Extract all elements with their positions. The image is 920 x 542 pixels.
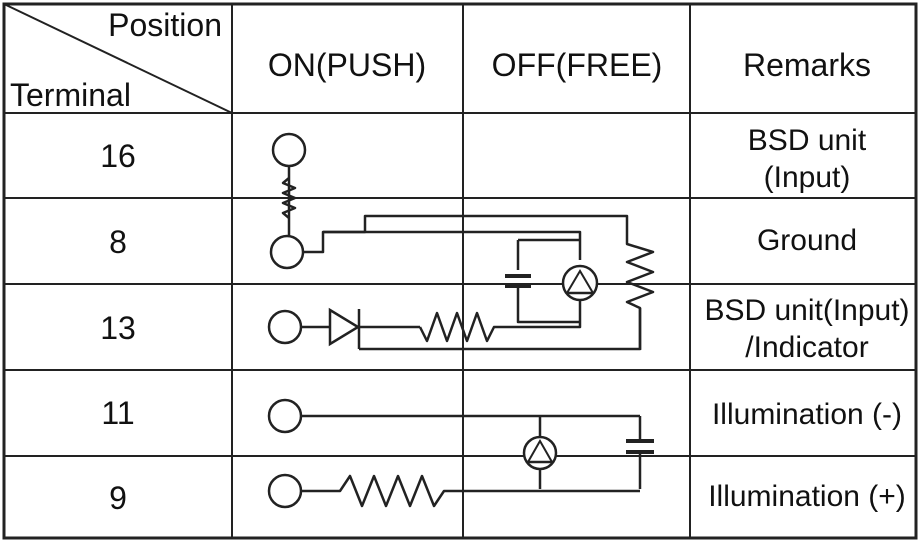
remarks-13-line1: BSD unit(Input) — [704, 294, 909, 327]
header-terminal-label: Terminal — [10, 77, 131, 113]
terminal-11: 11 — [101, 395, 134, 431]
capacitor-icon — [626, 439, 654, 489]
terminal-8: 8 — [109, 224, 127, 260]
remarks-16-line1: BSD unit — [748, 124, 867, 157]
lamp-icon — [522, 435, 558, 489]
terminal-pin-16-icon — [271, 132, 307, 168]
capacitor-icon — [505, 274, 580, 324]
terminal-pin-11-icon — [267, 398, 303, 434]
terminal-13: 13 — [100, 310, 136, 346]
remarks-13-line2: /Indicator — [745, 331, 868, 364]
switch-contact-icon — [281, 166, 297, 236]
lamp-icon — [561, 264, 599, 322]
remarks-9: Illumination (+) — [708, 480, 906, 513]
terminal-16: 16 — [100, 138, 136, 174]
header-off-label: OFF(FREE) — [492, 47, 663, 83]
ground-wiring — [303, 214, 629, 270]
header-on-label: ON(PUSH) — [268, 47, 426, 83]
remarks-8: Ground — [757, 224, 857, 257]
header-diagonal — [3, 3, 233, 114]
terminal-9: 9 — [109, 480, 127, 516]
resistor-icon — [418, 311, 582, 343]
terminal-pin-8-icon — [269, 234, 305, 270]
diode-icon — [301, 307, 642, 351]
terminal-pin-13-icon — [267, 309, 303, 345]
header-remarks-label: Remarks — [743, 47, 871, 83]
resistor-icon — [625, 236, 655, 350]
illumination-minus-wiring — [301, 414, 642, 441]
resistor-icon — [301, 474, 640, 508]
remarks-11: Illumination (-) — [712, 398, 902, 431]
remarks-16-line2: (Input) — [764, 161, 851, 194]
header-position-label: Position — [108, 7, 222, 43]
terminal-pin-9-icon — [267, 473, 303, 509]
